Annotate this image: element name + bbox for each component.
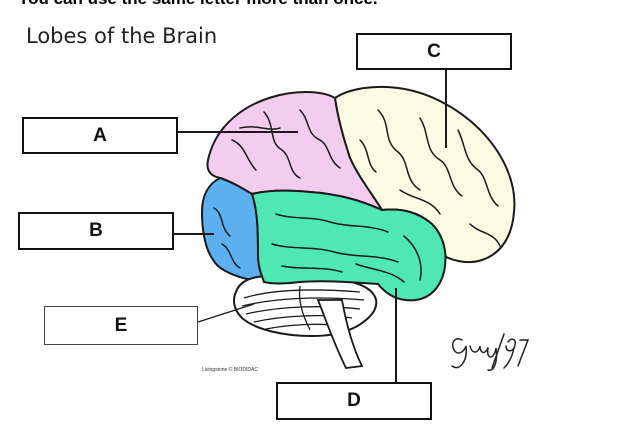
image-credit: Livingstone © BIODIDAC bbox=[202, 367, 258, 373]
instructions-text: You can use the same letter more than on… bbox=[18, 0, 378, 9]
label-box-d[interactable]: D bbox=[276, 382, 432, 420]
brain-stem bbox=[316, 299, 364, 369]
label-box-c[interactable]: C bbox=[356, 33, 512, 70]
artist-signature bbox=[451, 333, 530, 371]
label-box-b[interactable]: B bbox=[18, 212, 174, 250]
diagram-title: Lobes of the Brain bbox=[26, 24, 218, 48]
label-box-e[interactable]: E bbox=[44, 306, 198, 345]
pointer-lines bbox=[174, 70, 447, 382]
pointer-line-e bbox=[197, 303, 255, 323]
label-box-a[interactable]: A bbox=[22, 117, 178, 154]
cerebellum bbox=[233, 274, 378, 338]
brain-folds bbox=[213, 109, 501, 283]
